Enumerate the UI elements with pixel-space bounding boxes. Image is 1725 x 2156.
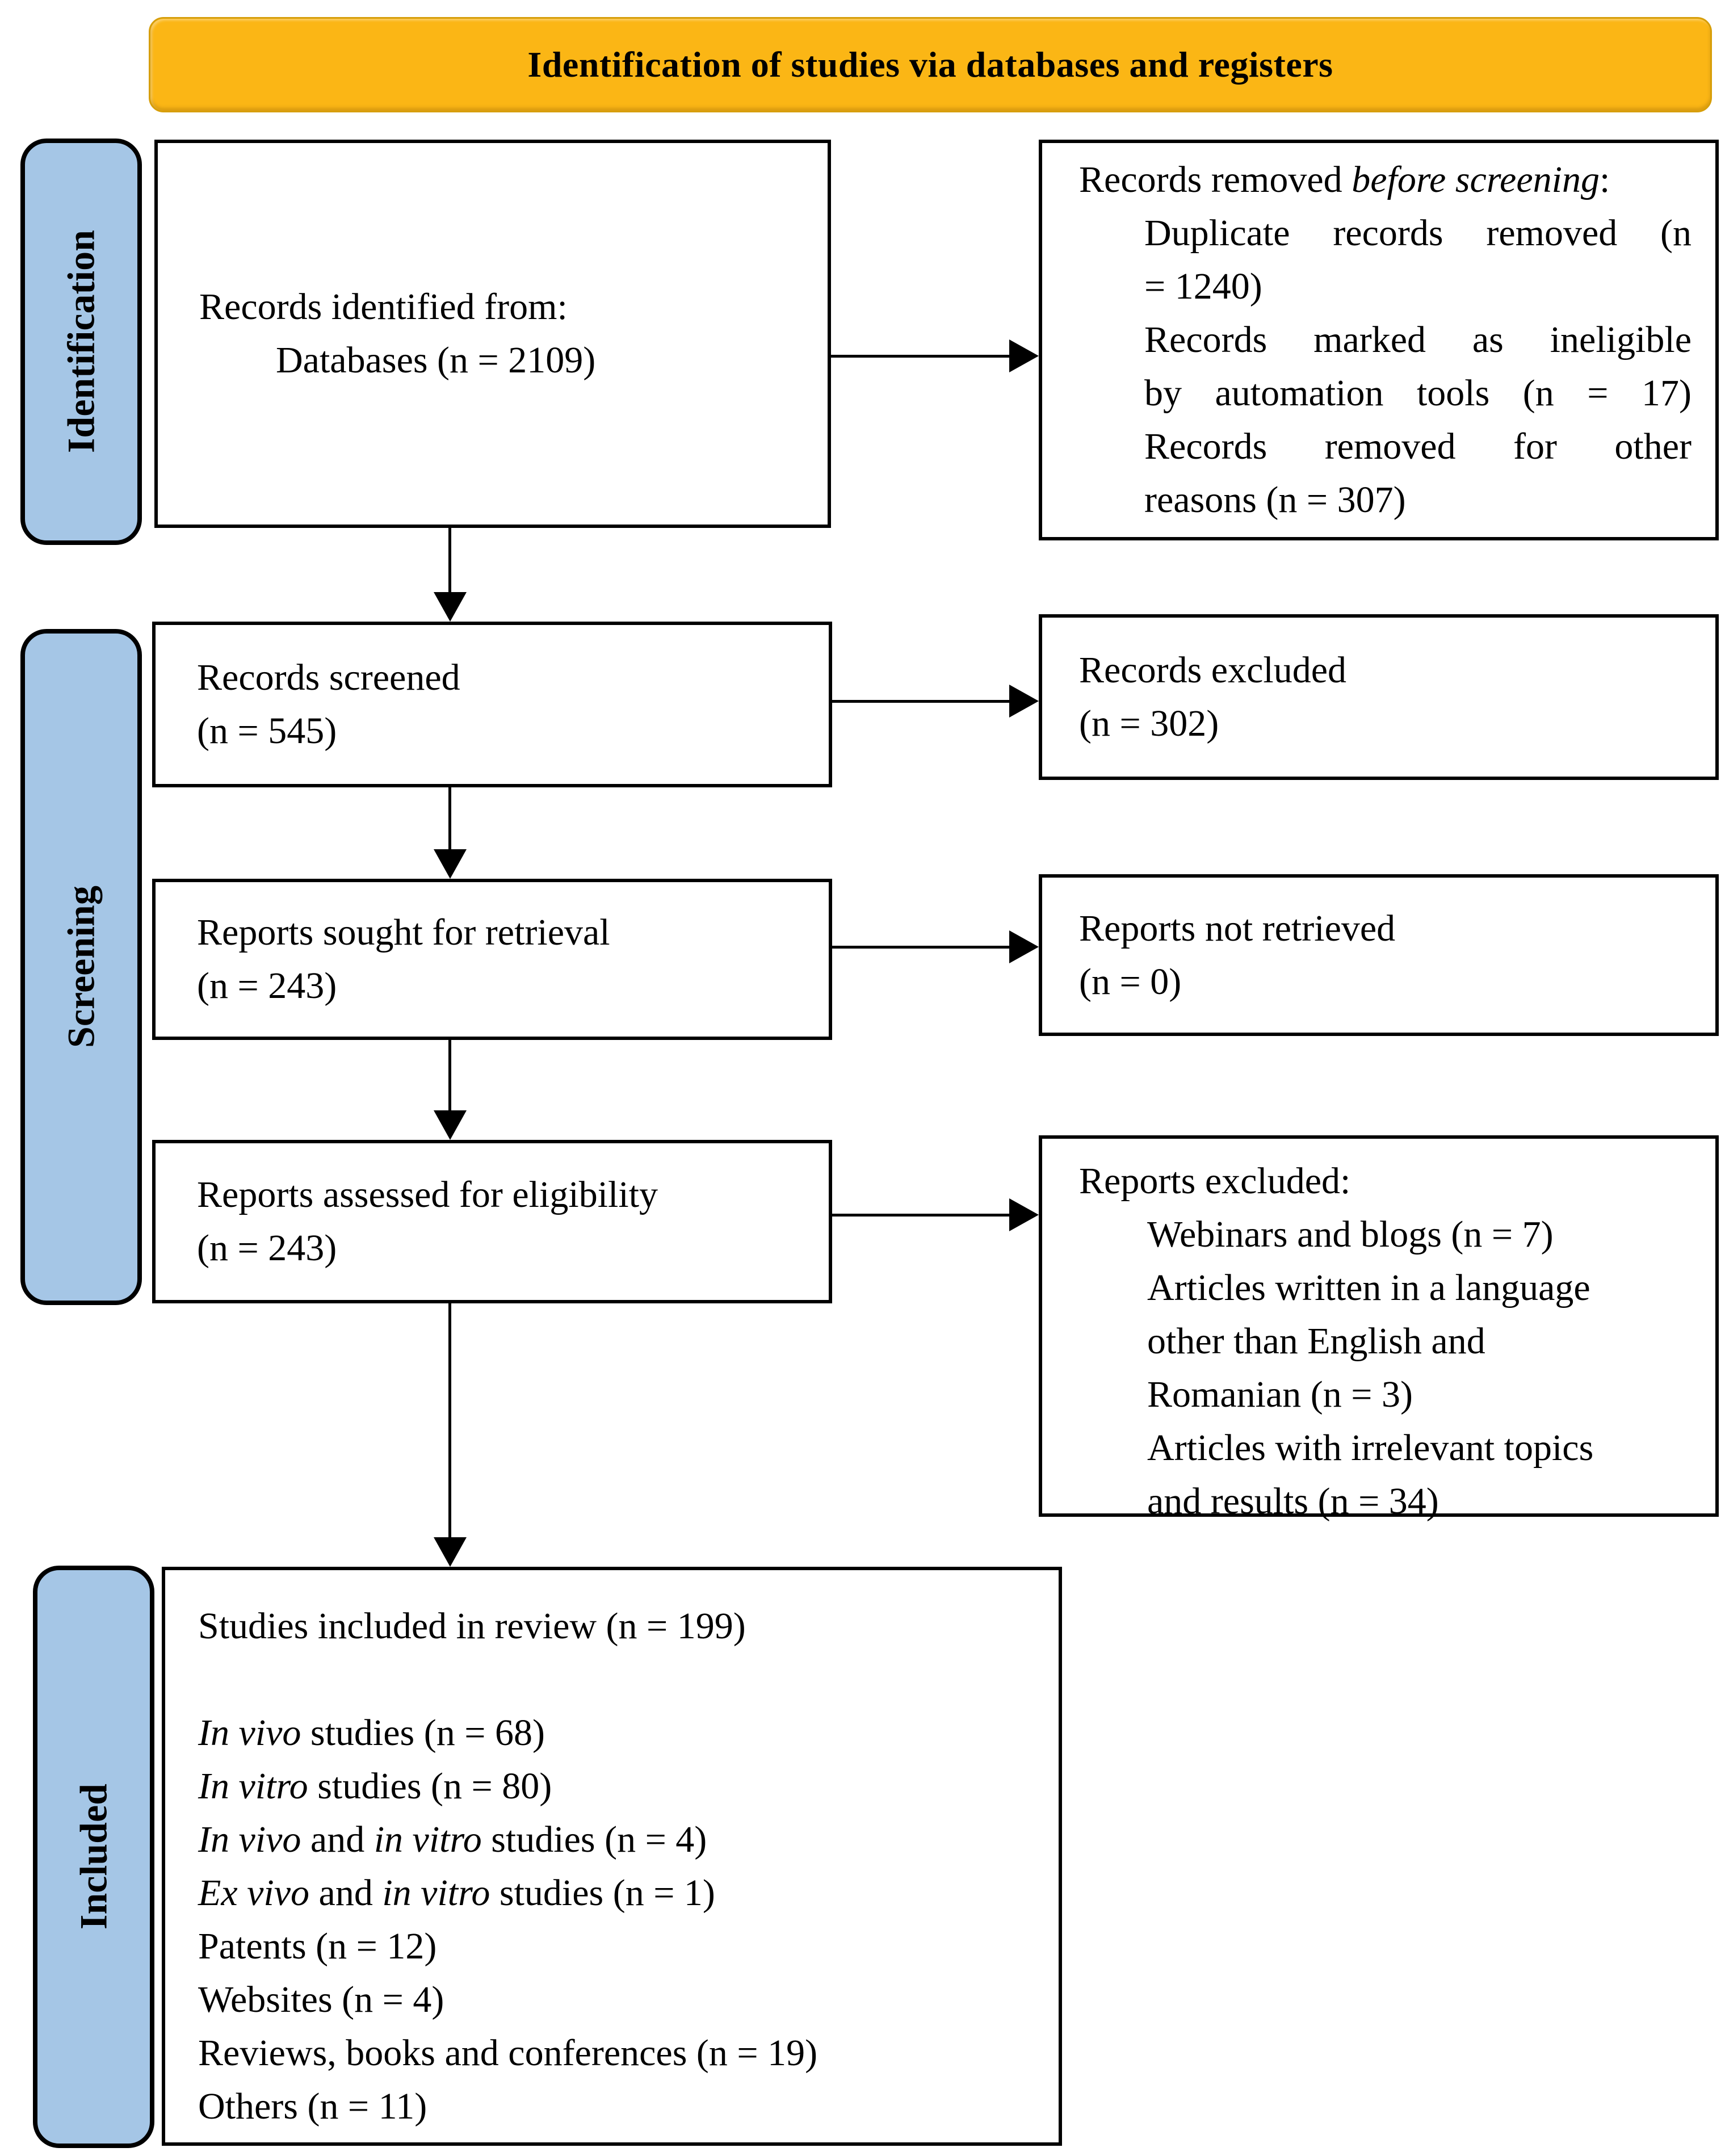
text-line: Reports sought for retrieval bbox=[197, 912, 610, 953]
text-line: Patents (n = 12) bbox=[198, 1926, 437, 1967]
arrow-down-icon-2 bbox=[434, 849, 467, 879]
text-line: (n = 0) bbox=[1079, 960, 1182, 1003]
arrow-down-icon-3 bbox=[434, 1110, 467, 1140]
arrow-right-icon-3 bbox=[1009, 930, 1039, 963]
text-line: Websites (n = 4) bbox=[198, 1979, 444, 2020]
connector-line-sought-to-not-retrieved bbox=[832, 946, 1013, 949]
text-line: Records removed before screening: bbox=[1079, 159, 1610, 200]
text-line: by automation tools (n = 17) bbox=[1144, 372, 1692, 414]
diagram-title-banner: Identification of studies via databases … bbox=[149, 17, 1712, 112]
text-line: and results (n = 34) bbox=[1147, 1480, 1439, 1522]
stage-label-screening: Screening bbox=[20, 629, 142, 1305]
stage-label-included-text: Included bbox=[72, 1784, 115, 1930]
stage-label-identification-text: Identification bbox=[59, 230, 103, 454]
text-line: (n = 302) bbox=[1079, 703, 1219, 744]
text-line: Reports excluded: bbox=[1079, 1160, 1351, 1202]
connector-line-assessed-to-included bbox=[448, 1303, 451, 1541]
text-line: Records excluded bbox=[1079, 649, 1346, 691]
text-line: other than English and bbox=[1147, 1320, 1485, 1362]
text-line: Records removed for other bbox=[1144, 426, 1692, 467]
box-reports-sought: Reports sought for retrieval (n = 243) bbox=[152, 879, 832, 1040]
stage-label-screening-text: Screening bbox=[59, 886, 103, 1048]
text-line: (n = 243) bbox=[197, 1227, 337, 1269]
arrow-down-icon-1 bbox=[434, 592, 467, 622]
text-line: Webinars and blogs (n = 7) bbox=[1147, 1214, 1554, 1255]
arrow-right-icon-4 bbox=[1009, 1198, 1039, 1231]
box-records-removed-before-screening: Records removed before screening: Duplica… bbox=[1039, 140, 1719, 540]
connector-line-identified-to-removed bbox=[831, 355, 1013, 358]
text-line bbox=[198, 1653, 1036, 1706]
text-line: In vitro studies (n = 80) bbox=[198, 1765, 552, 1807]
connector-line-assessed-to-reports-excluded bbox=[832, 1214, 1013, 1217]
stage-label-identification: Identification bbox=[20, 139, 142, 545]
text-line: Reports assessed for eligibility bbox=[197, 1174, 658, 1215]
box-records-identified: Records identified from: Databases (n = 2… bbox=[154, 140, 831, 528]
text-line: Records marked as ineligible bbox=[1144, 319, 1692, 360]
arrow-down-icon-4 bbox=[434, 1537, 467, 1567]
connector-line-screened-to-excluded bbox=[832, 700, 1013, 703]
stage-label-included: Included bbox=[33, 1566, 154, 2148]
text-line: Records identified from: bbox=[199, 286, 568, 328]
box-reports-not-retrieved: Reports not retrieved (n = 0) bbox=[1039, 874, 1719, 1036]
text-line: Duplicate records removed (n bbox=[1144, 212, 1692, 254]
connector-line-screened-to-sought bbox=[448, 787, 451, 853]
box-records-screened: Records screened (n = 545) bbox=[152, 622, 832, 787]
text-line: reasons (n = 307) bbox=[1144, 479, 1406, 521]
text-line: Databases (n = 2109) bbox=[276, 339, 596, 381]
text-line: Reviews, books and conferences (n = 19) bbox=[198, 2032, 818, 2074]
text-line: In vivo studies (n = 68) bbox=[198, 1712, 545, 1754]
text-line: Articles written in a language bbox=[1147, 1267, 1590, 1308]
connector-line-identified-to-screened bbox=[448, 528, 451, 596]
text-line: In vivo and in vitro studies (n = 4) bbox=[198, 1819, 707, 1860]
diagram-title: Identification of studies via databases … bbox=[527, 44, 1333, 85]
text-line: Reports not retrieved bbox=[1079, 907, 1396, 949]
box-studies-included: Studies included in review (n = 199) In … bbox=[162, 1567, 1062, 2146]
arrow-right-icon-1 bbox=[1009, 339, 1039, 372]
text-line: = 1240) bbox=[1144, 266, 1262, 307]
text-line: (n = 243) bbox=[197, 965, 337, 1006]
text-line: Records screened bbox=[197, 657, 460, 698]
box-reports-excluded: Reports excluded: Webinars and blogs (n =… bbox=[1039, 1135, 1719, 1522]
text-line: Others (n = 11) bbox=[198, 2086, 427, 2127]
text-line: Articles with irrelevant topics bbox=[1147, 1427, 1594, 1469]
box-reports-assessed: Reports assessed for eligibility (n = 243… bbox=[152, 1140, 832, 1303]
connector-line-sought-to-assessed bbox=[448, 1040, 451, 1114]
text-line: Studies included in review (n = 199) bbox=[198, 1605, 746, 1647]
text-line: Ex vivo and in vitro studies (n = 1) bbox=[198, 1872, 715, 1914]
text-line: Romanian (n = 3) bbox=[1147, 1374, 1413, 1415]
arrow-right-icon-2 bbox=[1009, 685, 1039, 718]
box-records-excluded: Records excluded (n = 302) bbox=[1039, 614, 1719, 780]
text-line: (n = 545) bbox=[197, 710, 337, 752]
